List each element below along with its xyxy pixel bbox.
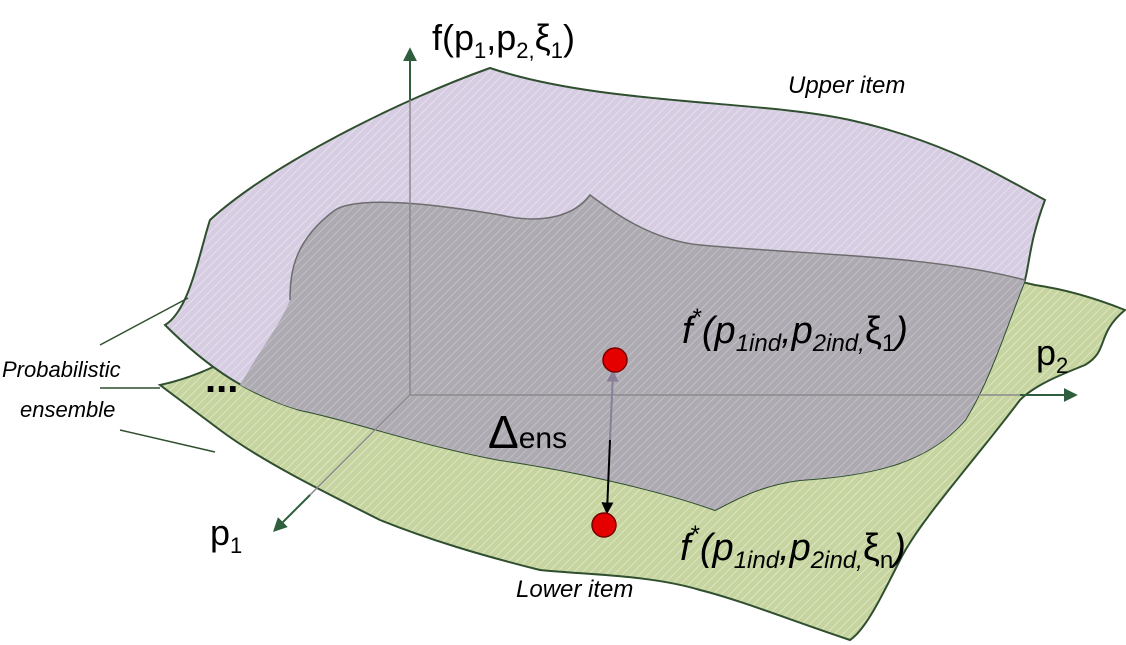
ensemble-line-bottom [119,429,216,453]
lower-formula: f*(p1ind,p2ind,ξn) [680,521,906,574]
p1-axis-label: p1 [210,512,242,558]
ensemble-label-line2: ensemble [20,397,115,422]
overlap-region [240,195,1025,510]
delta-ens-label: Δens [488,406,567,458]
delta-arrow-up [606,369,619,441]
upper-item-label: Upper item [788,72,905,99]
p1-axis-head [273,494,311,532]
lower-point [591,512,617,538]
upper-point [602,347,628,373]
ensemble-line-top [99,297,189,346]
lower-item-label: Lower item [516,576,633,603]
ensemble-dots: ... [205,357,238,401]
upper-lower-intersection [289,193,1026,301]
p2-axis-label: p2 [1036,332,1068,378]
ensemble-label-line1: Probabilistic [2,357,121,382]
upper-formula: f*(p1ind,p2ind,ξ1) [682,304,908,357]
vertical-axis-label: f(p1,p2,ξ1) [432,17,575,63]
delta-arrow-down [601,439,614,515]
